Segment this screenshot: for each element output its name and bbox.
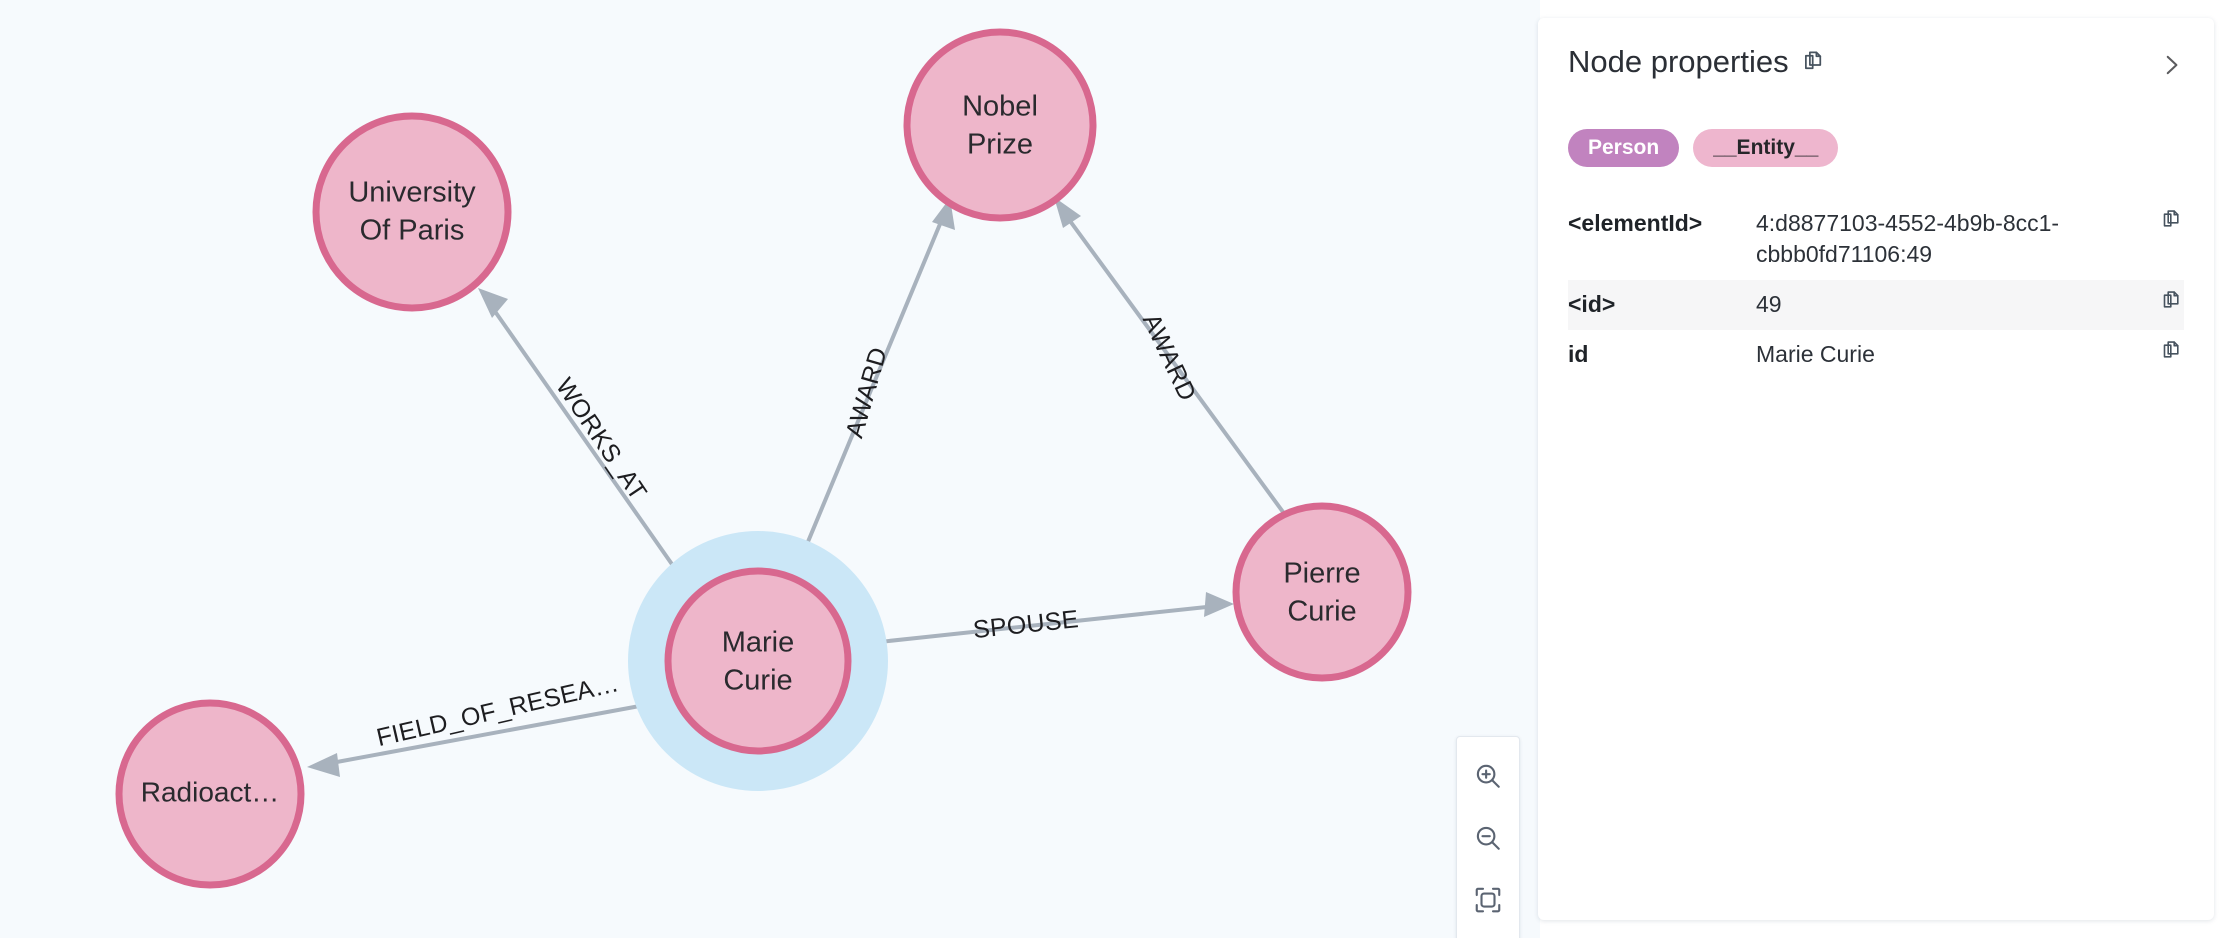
copy-icon [1804,50,1821,69]
property-key: id [1568,341,1589,368]
copy-elementid-button[interactable] [2140,208,2184,232]
property-value: Marie Curie [1756,341,1875,368]
property-copy-cell [2140,280,2184,330]
graph-node-marie-curie[interactable]: Marie Curie [628,531,888,791]
panel-header: Node properties [1568,46,2184,92]
graph-node-pierre-curie[interactable]: Pierre Curie [1232,502,1412,682]
graph-canvas[interactable]: WORKS_AT AWARD AWARD SPOUSE FIELD_OF [0,0,1540,938]
edge-spouse[interactable]: SPOUSE [850,592,1234,647]
page-title: Node properties [1568,44,1789,79]
property-copy-cell [2140,330,2184,380]
graph-node-nobel-prize[interactable]: Nobel Prize [903,28,1097,222]
node-properties-table: <elementId> 4:d8877103-4552-4b9b-8cc1-cb… [1568,199,2184,380]
zoom-controls [1456,736,1520,938]
property-copy-cell [2140,199,2184,280]
node-label-chips: Person __Entity__ [1568,129,2184,167]
node-label-chip-person[interactable]: Person [1568,129,1680,167]
panel-title-wrap: Node properties [1568,46,1827,77]
fit-to-screen-button[interactable] [1457,869,1519,931]
property-key: <elementId> [1568,210,1703,236]
copy-icon [2163,341,2179,358]
table-row: <id> 49 [1568,280,2184,331]
copy-id-button[interactable] [2140,289,2184,313]
graph-node-radioactivity[interactable]: Radioact… [115,699,305,889]
zoom-out-button[interactable] [1457,807,1519,869]
node-label-chip-entity[interactable]: __Entity__ [1693,129,1839,167]
graph-svg[interactable]: WORKS_AT AWARD AWARD SPOUSE FIELD_OF [0,0,1540,938]
edge-award-marie[interactable]: AWARD [793,198,955,574]
node-properties-panel: Node properties Person __Entity__ [1538,18,2214,920]
fit-to-screen-icon [1475,887,1501,913]
copy-icon [2163,291,2179,308]
edge-label-works-at: WORKS_AT [550,373,652,505]
zoom-in-icon [1476,764,1500,788]
table-row: id Marie Curie [1568,330,2184,380]
property-value: 49 [1756,291,1782,318]
property-key: <id> [1568,291,1616,318]
table-row: <elementId> 4:d8877103-4552-4b9b-8cc1-cb… [1568,199,2184,280]
copy-icon [2163,210,2179,227]
collapse-panel-button[interactable] [2154,48,2188,82]
edge-label-field-of-research: FIELD_OF_RESEA… [374,669,622,752]
copy-id-property-button[interactable] [2140,339,2184,363]
graph-node-university-of-paris[interactable]: University Of Paris [312,112,512,312]
chevron-right-icon [2166,55,2178,75]
edge-award-pierre[interactable]: AWARD [1054,197,1285,514]
edge-works-at[interactable]: WORKS_AT [478,288,692,592]
zoom-out-icon [1476,826,1500,850]
copy-all-properties-icon[interactable] [1801,49,1827,75]
property-value: 4:d8877103-4552-4b9b-8cc1-cbbb0fd71106:4… [1756,210,2060,268]
zoom-in-button[interactable] [1457,745,1519,807]
edge-field-of-research[interactable]: FIELD_OF_RESEA… [307,669,673,777]
